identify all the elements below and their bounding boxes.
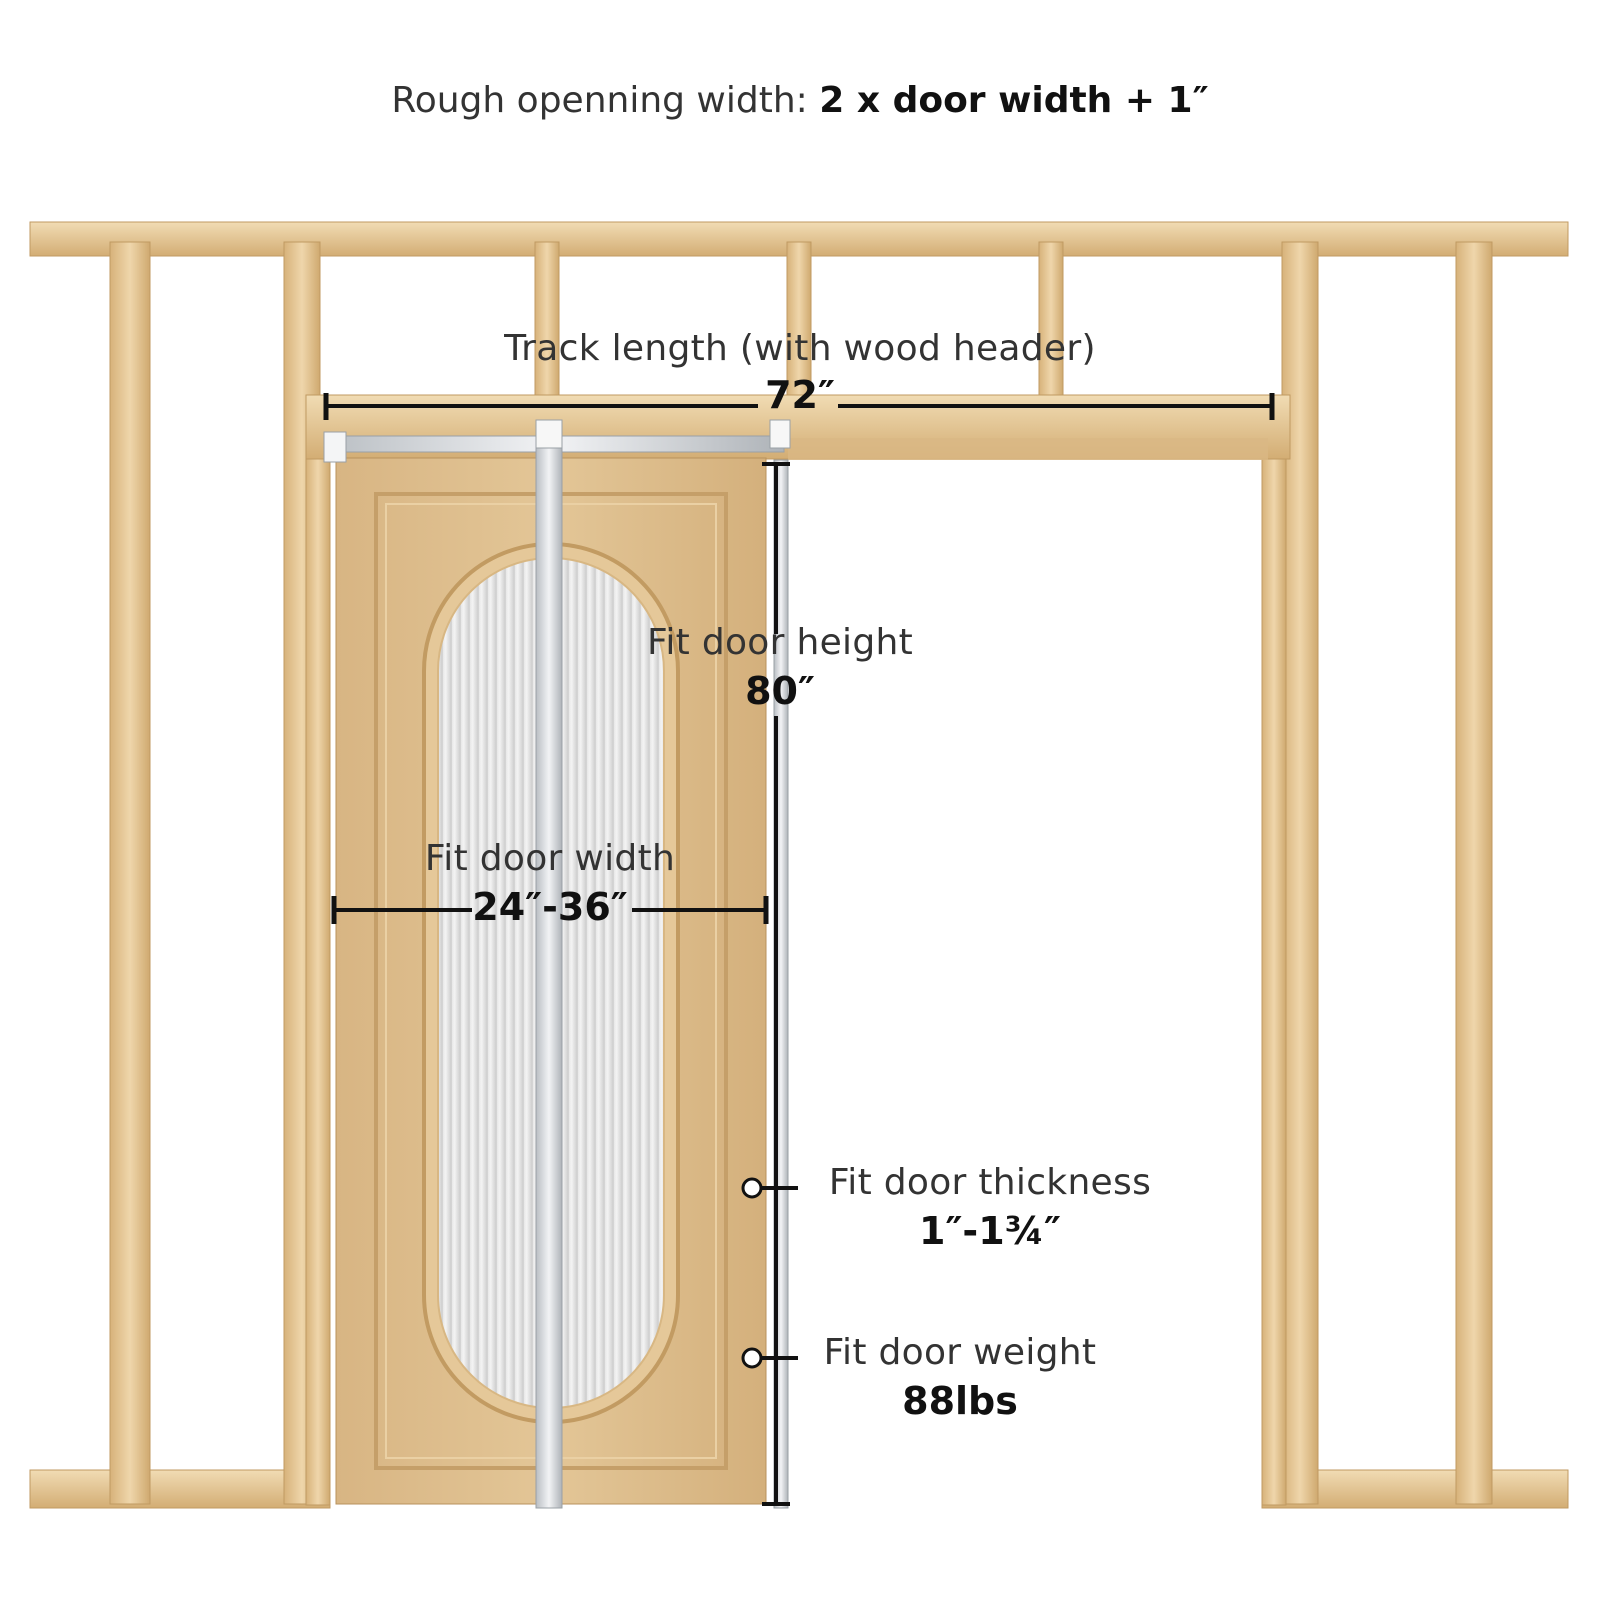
heading-prefix: Rough openning width: xyxy=(391,80,820,121)
cripple-stud xyxy=(1038,241,1064,398)
door-weight-label: Fit door weight 88lbs xyxy=(800,1332,1120,1423)
heading-formula: 2 x door width + 1″ xyxy=(819,80,1209,121)
edge-jamb-bracket xyxy=(769,419,791,449)
door-thickness-title: Fit door thickness xyxy=(828,1162,1152,1203)
jamb-stud xyxy=(1261,404,1287,1506)
door-width-title: Fit door width xyxy=(424,838,676,879)
cripple-stud xyxy=(786,241,812,398)
vertical-bracket xyxy=(535,419,563,1509)
rough-opening-heading: Rough openning width: 2 x door width + 1… xyxy=(0,80,1600,121)
track-length-label: Track length (with wood header) 72″ xyxy=(500,328,1100,417)
dimension-lines xyxy=(323,393,1275,1506)
door-weight-title: Fit door weight xyxy=(823,1332,1097,1373)
door-height-title: Fit door height xyxy=(646,622,914,663)
bracket-top-plate xyxy=(535,419,563,449)
door-thickness-value: 1″-1¾″ xyxy=(919,1209,1061,1253)
pocket-stud xyxy=(305,404,331,1506)
door-width-label: Fit door width 24″-36″ xyxy=(400,838,700,929)
track-length-value: 72″ xyxy=(765,373,835,417)
stud xyxy=(109,241,151,1505)
bottom-plate-left xyxy=(29,1469,331,1509)
track-end-stop xyxy=(323,431,347,463)
header-shadow xyxy=(788,438,1268,460)
cripple-stud xyxy=(534,241,560,398)
door-height-value: 80″ xyxy=(745,669,815,713)
wall-frame xyxy=(29,221,1569,1509)
door-height-label: Fit door height 80″ xyxy=(630,622,930,713)
weight-pointer-dot xyxy=(741,1347,763,1369)
thickness-pointer-dot xyxy=(741,1177,763,1199)
track-length-title: Track length (with wood header) xyxy=(504,328,1096,369)
stud xyxy=(1455,241,1493,1505)
door-weight-value: 88lbs xyxy=(902,1379,1018,1423)
door-thickness-label: Fit door thickness 1″-1¾″ xyxy=(810,1162,1170,1253)
door-width-value: 24″-36″ xyxy=(472,885,628,929)
